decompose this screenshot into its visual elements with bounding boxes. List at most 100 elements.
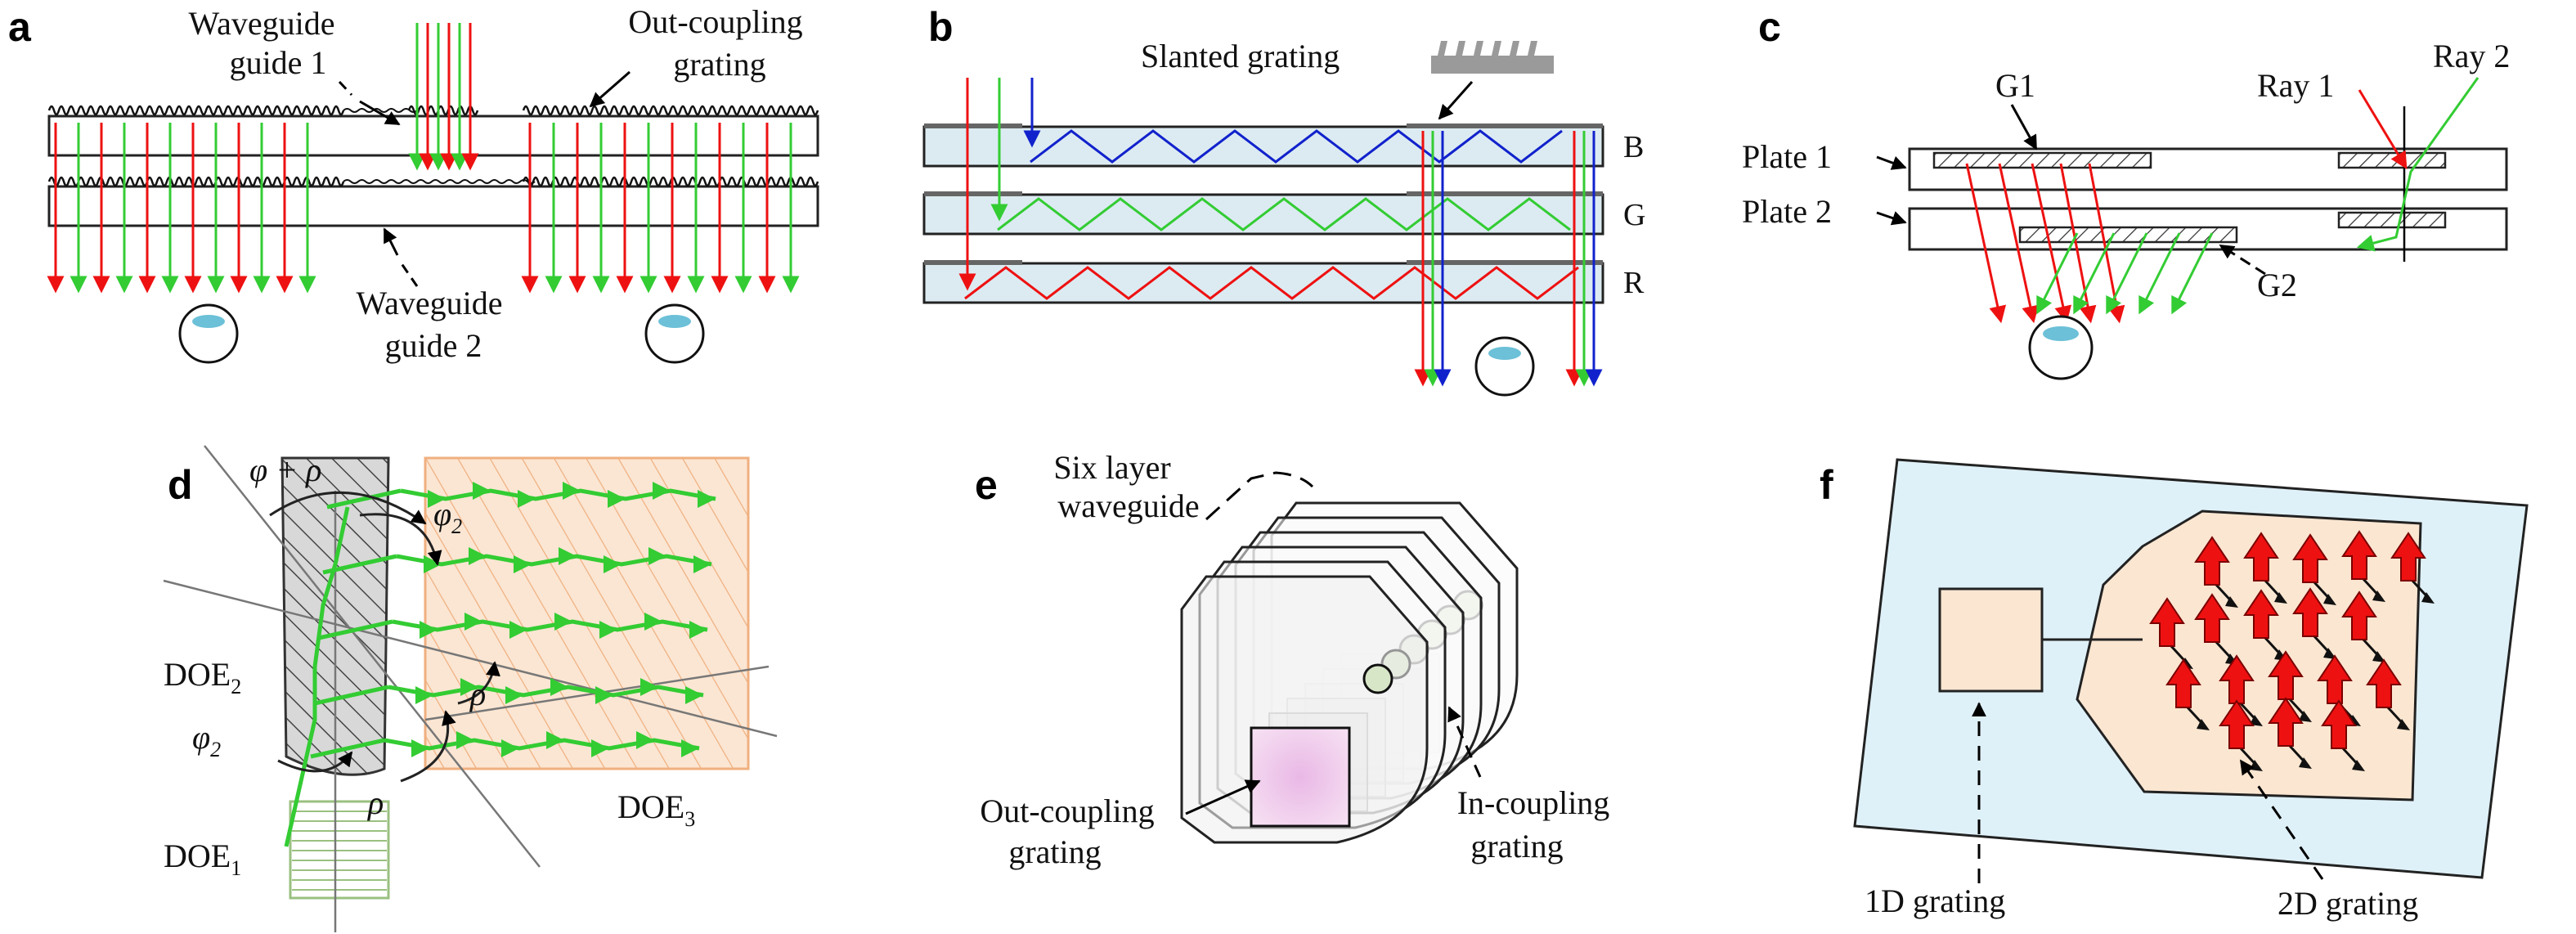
angle-arc-phi2-top: [359, 513, 442, 566]
d-ray-branch: [314, 685, 389, 706]
f-arrow-4: [2390, 532, 2435, 604]
d-ray-arrowhead: [559, 547, 577, 565]
d-ray-arrowhead: [681, 739, 699, 757]
d-ray-arrowhead: [595, 686, 613, 704]
f-red-arrow: [2194, 536, 2230, 586]
f-arrow-8: [2292, 587, 2336, 659]
f-red-arrow: [2243, 532, 2279, 582]
label-ray-1: Ray 1: [2257, 67, 2334, 104]
c-red-ray: [1998, 163, 2040, 324]
e-incoupler-circle: [1362, 663, 1393, 694]
angle-arc-rho-bottom: [400, 710, 456, 783]
waveguide-2: [47, 185, 819, 227]
f-red-arrow: [2366, 658, 2402, 708]
panel-letter-c: c: [1758, 4, 1781, 50]
label-slanted-grating: Slanted grating: [1141, 38, 1340, 74]
a-grating-mid-0: [47, 176, 345, 187]
f-diag-head: [2299, 757, 2312, 769]
grating-1d: [1938, 587, 2044, 693]
grating-g2: [2018, 226, 2238, 244]
waveguide-1: [47, 115, 819, 157]
d-ray-arrowhead: [693, 555, 711, 573]
f-red-arrow: [2268, 650, 2304, 700]
c-green-ray: [2106, 232, 2148, 315]
label-layer-b: B: [1623, 130, 1644, 164]
panel-letter-e: e: [975, 462, 998, 508]
d-ray-arrowhead: [420, 621, 438, 639]
label-doe1: DOE1: [164, 837, 241, 880]
f-arrow-2: [2292, 533, 2336, 605]
doe-1-region: [289, 800, 390, 900]
angle-arc-phi-rho: [269, 491, 427, 525]
arrow-waveguide-1: [359, 100, 401, 126]
label-outcoupling-e: Out-coupling grating: [980, 793, 1162, 870]
construction-line-1: [204, 445, 541, 868]
c-green-ray: [2171, 232, 2214, 315]
f-arrow-1: [2243, 532, 2287, 604]
waveguide-b-red: [922, 262, 1604, 304]
d-ray-arrowhead: [689, 621, 707, 639]
d-ray-branch: [322, 554, 397, 575]
f-diag-head: [2372, 651, 2385, 662]
c-red-ray: [2031, 163, 2072, 324]
c-green-ray: [2138, 232, 2181, 315]
six-layer-bracket: [1205, 471, 1314, 521]
d-ray-arrowhead: [505, 686, 523, 704]
f-red-arrow: [2317, 654, 2353, 704]
c-green-ray: [2073, 232, 2116, 315]
d-ray-arrowhead: [648, 547, 666, 565]
arrow-incoupling-e: [1447, 706, 1482, 778]
label-outcoupling-a: Out-coupling grating: [628, 3, 810, 83]
panel-c: c G1 Plate 1 Plate 2 Ray 1 Ray 2 G2: [1742, 4, 2510, 380]
grating-c-right-top: [2337, 151, 2447, 169]
f-diag-head: [2274, 592, 2287, 604]
c-rays: [1965, 77, 2480, 324]
d-ray-arrowhead: [608, 490, 626, 508]
panel-letter-a: a: [8, 4, 32, 50]
f-red-arrow: [2194, 593, 2230, 643]
a-grating-top-1: [407, 105, 479, 116]
d-ray-arrowhead: [509, 621, 527, 639]
f-diag-head: [2197, 719, 2210, 730]
f-red-arrow: [2292, 587, 2328, 637]
slanted-grating-icon: [1431, 41, 1554, 74]
f-arrow-11: [2219, 654, 2263, 726]
d-ray-arrowhead: [514, 555, 532, 573]
d-ray-arrowhead: [698, 490, 716, 508]
c-red-ray: [2088, 163, 2125, 324]
eye-right-a: [644, 303, 705, 364]
d-rays: [284, 482, 716, 847]
d-ray-arrowhead: [428, 490, 446, 508]
d-ray-arrowhead: [640, 678, 658, 696]
d-ray-arrowhead: [644, 613, 662, 631]
d-ray-arrowhead: [563, 482, 581, 500]
arrow-plate-2: [1876, 211, 1907, 226]
f-red-arrow: [2292, 533, 2328, 583]
d-ray-arrowhead: [550, 678, 568, 696]
label-rho-right: ρ: [469, 676, 486, 712]
label-plate-2: Plate 2: [1742, 193, 1832, 230]
f-red-arrow: [2390, 532, 2426, 582]
arrow-outcoupling-a: [589, 70, 631, 108]
e-waveguide-layer: [1180, 575, 1429, 844]
label-layer-g: G: [1623, 198, 1645, 232]
f-red-arrow: [2341, 590, 2377, 640]
eye-c: [2028, 315, 2094, 380]
d-ray-arrowhead: [460, 678, 478, 696]
eye-left-a: [178, 303, 239, 364]
panel-d: d φ + ρ φ2 ρ ρ φ2 DOE2 DOE3 DOE1: [163, 445, 778, 932]
angle-arc-rho-right: [457, 661, 500, 705]
d-ray-arrowhead: [411, 739, 429, 757]
d-ray-arrowhead: [653, 482, 671, 500]
f-red-arrow: [2219, 699, 2255, 749]
f-diag-head: [2225, 596, 2238, 608]
f-diag-head: [2323, 594, 2336, 605]
d-ray-arrowhead: [636, 731, 654, 749]
a-grating-mid-small: [343, 179, 536, 184]
c-ray-1: [2358, 89, 2408, 169]
panel-f: f 1D grating 2D grating: [1820, 458, 2529, 922]
f-red-arrow: [2165, 658, 2201, 708]
construction-line-2: [163, 579, 778, 738]
b-incoupler-3: [924, 260, 1022, 265]
label-waveguide-2: Waveguide guide 2: [357, 285, 511, 364]
